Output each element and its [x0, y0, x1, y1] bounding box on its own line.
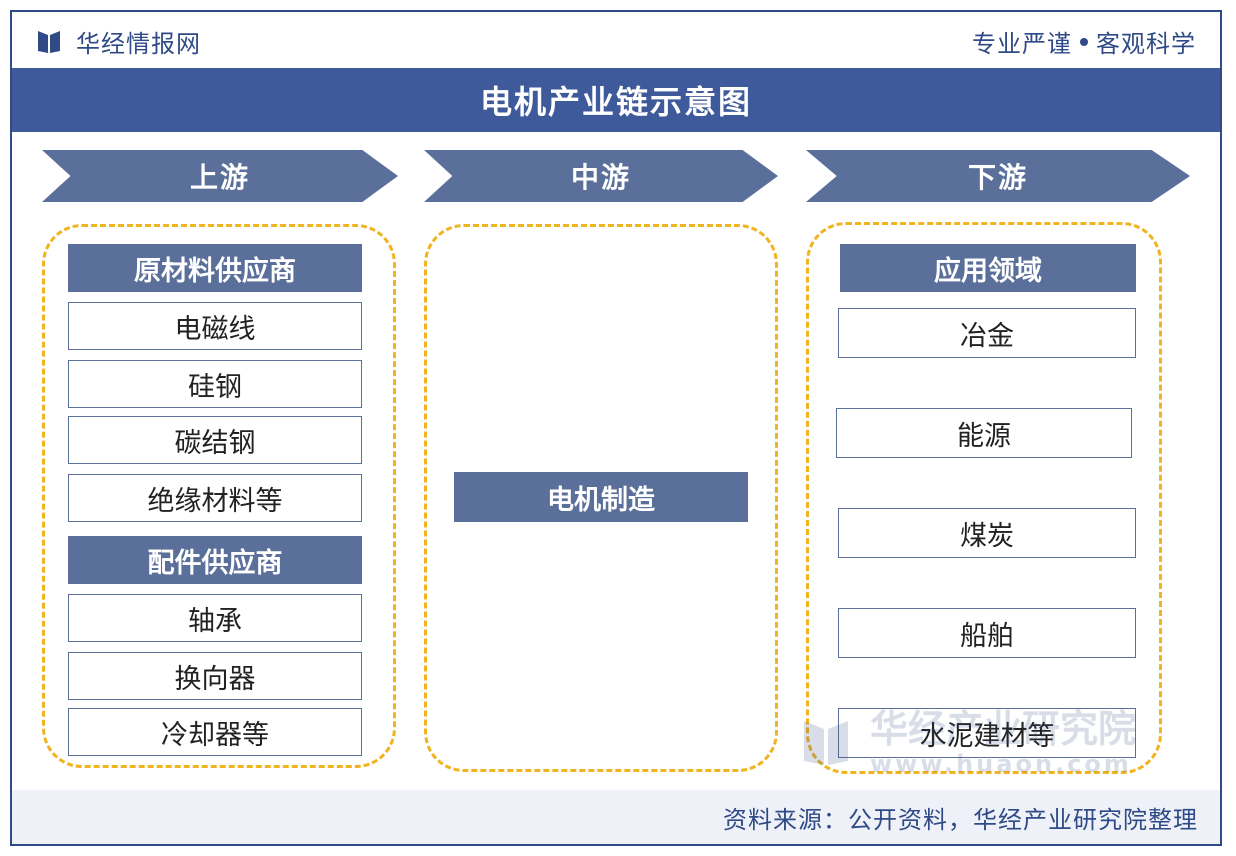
upstream-item: 绝缘材料等 — [68, 474, 362, 522]
upstream-item-label: 电磁线 — [174, 313, 256, 345]
upstream-item-label: 轴承 — [188, 605, 242, 637]
upstream-group2-title: 配件供应商 — [147, 547, 283, 579]
upstream-panel — [42, 224, 396, 768]
stage-downstream: 下游 — [806, 150, 1190, 202]
footer-bar — [12, 790, 1220, 844]
midstream-item: 电机制造 — [454, 472, 748, 522]
upstream-item: 轴承 — [68, 594, 362, 642]
watermark-name: 华经产业研究院 — [870, 707, 1137, 751]
downstream-item-label: 冶金 — [960, 320, 1014, 352]
downstream-item-label: 煤炭 — [960, 520, 1014, 552]
upstream-item: 电磁线 — [68, 302, 362, 350]
upstream-item-label: 绝缘材料等 — [147, 485, 283, 517]
upstream-item-label: 冷却器等 — [161, 719, 269, 751]
upstream-item-label: 硅钢 — [188, 371, 242, 403]
downstream-header: 应用领域 — [840, 244, 1136, 292]
page-frame — [10, 10, 1222, 846]
downstream-panel — [806, 222, 1162, 774]
downstream-item: 水泥建材等 — [838, 708, 1136, 758]
upstream-group1-title: 原材料供应商 — [134, 255, 296, 287]
watermark: 华经产业研究院 www.huaon.com — [800, 710, 1136, 776]
midstream-item-label: 电机制造 — [547, 484, 655, 516]
midstream-panel — [424, 224, 778, 772]
downstream-item: 冶金 — [838, 308, 1136, 358]
slogan-left: 专业严谨 — [972, 30, 1072, 58]
brand-logo-icon — [38, 30, 60, 53]
downstream-item: 船舶 — [838, 608, 1136, 658]
upstream-item: 冷却器等 — [68, 708, 362, 756]
stage-upstream: 上游 — [42, 150, 398, 202]
upstream-item-label: 碳结钢 — [174, 427, 256, 459]
downstream-item-label: 能源 — [957, 420, 1011, 452]
upstream-item: 换向器 — [68, 652, 362, 700]
brand-logo: 华经情报网 — [36, 24, 201, 59]
page-title: 电机产业链示意图 — [479, 83, 752, 121]
stage-downstream-label: 下游 — [967, 161, 1028, 194]
slogan-right: 客观科学 — [1096, 30, 1196, 58]
source-note: 资料来源：公开资料，华经产业研究院整理 — [723, 806, 1198, 834]
downstream-item-label: 船舶 — [960, 620, 1014, 652]
brand-name: 华经情报网 — [76, 30, 201, 58]
upstream-group2-header: 配件供应商 — [68, 536, 362, 584]
title-bar: 电机产业链示意图 — [12, 68, 1220, 132]
downstream-item: 煤炭 — [838, 508, 1136, 558]
upstream-item-label: 换向器 — [174, 663, 256, 695]
stage-midstream-label: 中游 — [570, 161, 631, 194]
upstream-item: 碳结钢 — [68, 416, 362, 464]
upstream-item: 硅钢 — [68, 360, 362, 408]
watermark-logo-icon — [804, 721, 848, 765]
stage-upstream-label: 上游 — [189, 161, 250, 194]
stage-midstream: 中游 — [424, 150, 778, 202]
slogan-dot-icon — [1080, 37, 1088, 46]
downstream-title: 应用领域 — [934, 255, 1042, 287]
watermark-url: www.huaon.com — [870, 750, 1132, 778]
downstream-item: 能源 — [836, 408, 1132, 458]
downstream-item-label: 水泥建材等 — [919, 720, 1055, 752]
slogan: 专业严谨 客观科学 — [972, 24, 1196, 59]
upstream-group1-header: 原材料供应商 — [68, 244, 362, 292]
